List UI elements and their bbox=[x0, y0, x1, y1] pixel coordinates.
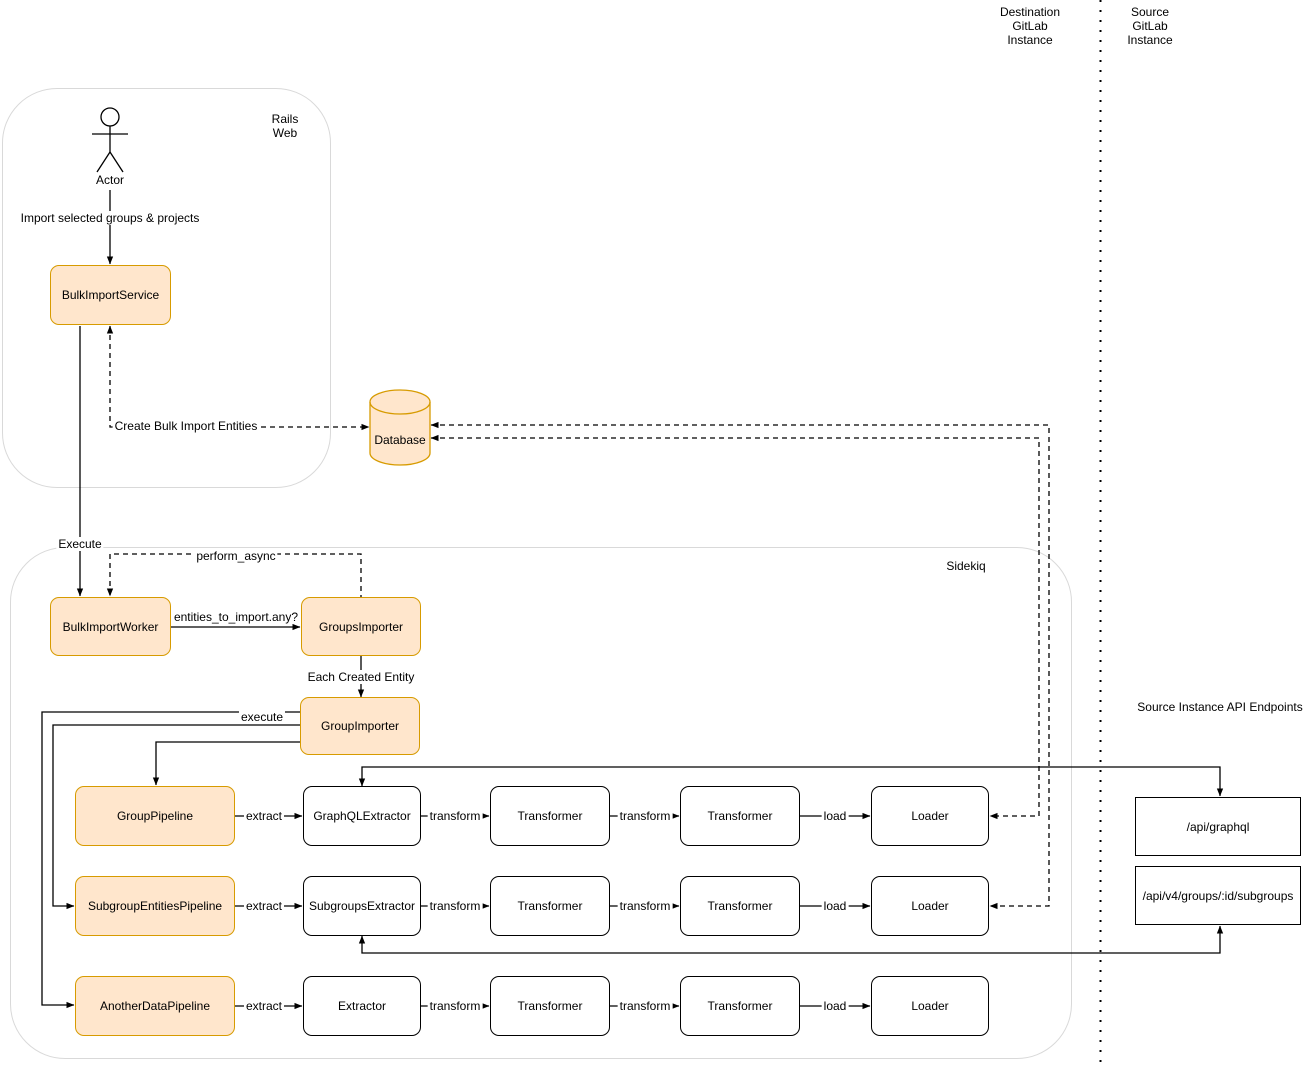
node-anotherdatapipeline[interactable]: AnotherDataPipeline bbox=[75, 976, 235, 1036]
node-groupimporter[interactable]: GroupImporter bbox=[300, 697, 420, 755]
node-transformer-1a[interactable]: Transformer bbox=[490, 786, 610, 846]
node-transformer-2a[interactable]: Transformer bbox=[490, 876, 610, 936]
edge-groupimporter-to-anotherdatapipeline bbox=[41, 711, 300, 1009]
edge-groupimporter-to-grouppipeline bbox=[152, 741, 300, 786]
edge-label-execute-pipeline: execute bbox=[238, 710, 286, 724]
node-graphqlextractor[interactable]: GraphQLExtractor bbox=[303, 786, 421, 846]
edge-label-load-3: load bbox=[821, 999, 849, 1013]
edge-groupimporter-to-subgroupentitiespipeline bbox=[52, 724, 300, 910]
api-endpoints-title: Source Instance API Endpoints bbox=[1137, 700, 1303, 714]
edge-label-import-selected: Import selected groups & projects bbox=[18, 211, 202, 225]
database-label: Database bbox=[374, 433, 426, 447]
edge-db-loader-2 bbox=[430, 421, 1050, 910]
node-grouppipeline[interactable]: GroupPipeline bbox=[75, 786, 235, 846]
edge-label-transform-1b: transform bbox=[617, 809, 673, 823]
node-extractor[interactable]: Extractor bbox=[303, 976, 421, 1036]
node-api-graphql[interactable]: /api/graphql bbox=[1135, 797, 1301, 856]
edge-label-each-entity: Each Created Entity bbox=[305, 670, 417, 684]
edge-label-execute: Execute bbox=[56, 537, 104, 551]
node-transformer-1b[interactable]: Transformer bbox=[680, 786, 800, 846]
edge-label-extract-2: extract bbox=[243, 899, 285, 913]
node-loader-3[interactable]: Loader bbox=[871, 976, 989, 1036]
actor-figure[interactable] bbox=[92, 107, 128, 173]
edge-db-loader-1 bbox=[430, 434, 1040, 820]
edge-subgroupsextractor-api bbox=[358, 925, 1224, 954]
node-transformer-2b[interactable]: Transformer bbox=[680, 876, 800, 936]
rails-web-label: Rails Web bbox=[271, 112, 299, 140]
edge-label-transform-2a: transform bbox=[427, 899, 483, 913]
source-instance-label: Source GitLab Instance bbox=[1127, 5, 1173, 47]
edge-label-transform-1a: transform bbox=[427, 809, 483, 823]
edge-label-transform-3b: transform bbox=[617, 999, 673, 1013]
node-loader-2[interactable]: Loader bbox=[871, 876, 989, 936]
destination-instance-label: Destination GitLab Instance bbox=[999, 5, 1061, 47]
actor-label: Actor bbox=[95, 173, 125, 187]
node-api-subgroups[interactable]: /api/v4/groups/:id/subgroups bbox=[1135, 866, 1301, 925]
edge-label-transform-2b: transform bbox=[617, 899, 673, 913]
database-cylinder[interactable] bbox=[369, 389, 431, 466]
node-subgroupentitiespipeline[interactable]: SubgroupEntitiesPipeline bbox=[75, 876, 235, 936]
node-transformer-3b[interactable]: Transformer bbox=[680, 976, 800, 1036]
edge-label-extract-1: extract bbox=[243, 809, 285, 823]
node-transformer-3a[interactable]: Transformer bbox=[490, 976, 610, 1036]
node-subgroupsextractor[interactable]: SubgroupsExtractor bbox=[303, 876, 421, 936]
edge-create-entities bbox=[106, 325, 370, 431]
edge-label-extract-3: extract bbox=[243, 999, 285, 1013]
rails-web-container bbox=[2, 88, 331, 488]
edge-label-load-1: load bbox=[821, 809, 849, 823]
sidekiq-label: Sidekiq bbox=[946, 559, 986, 573]
node-loader-1[interactable]: Loader bbox=[871, 786, 989, 846]
edge-label-create-entities: Create Bulk Import Entities bbox=[112, 419, 260, 433]
node-groupsimporter[interactable]: GroupsImporter bbox=[301, 597, 421, 656]
edge-label-transform-3a: transform bbox=[427, 999, 483, 1013]
node-bulkimportworker[interactable]: BulkImportWorker bbox=[50, 597, 171, 656]
node-bulkimportservice[interactable]: BulkImportService bbox=[50, 265, 171, 325]
edge-label-entities-check: entities_to_import.any? bbox=[171, 610, 301, 624]
edge-label-perform-async: perform_async bbox=[194, 549, 278, 563]
edge-label-load-2: load bbox=[821, 899, 849, 913]
